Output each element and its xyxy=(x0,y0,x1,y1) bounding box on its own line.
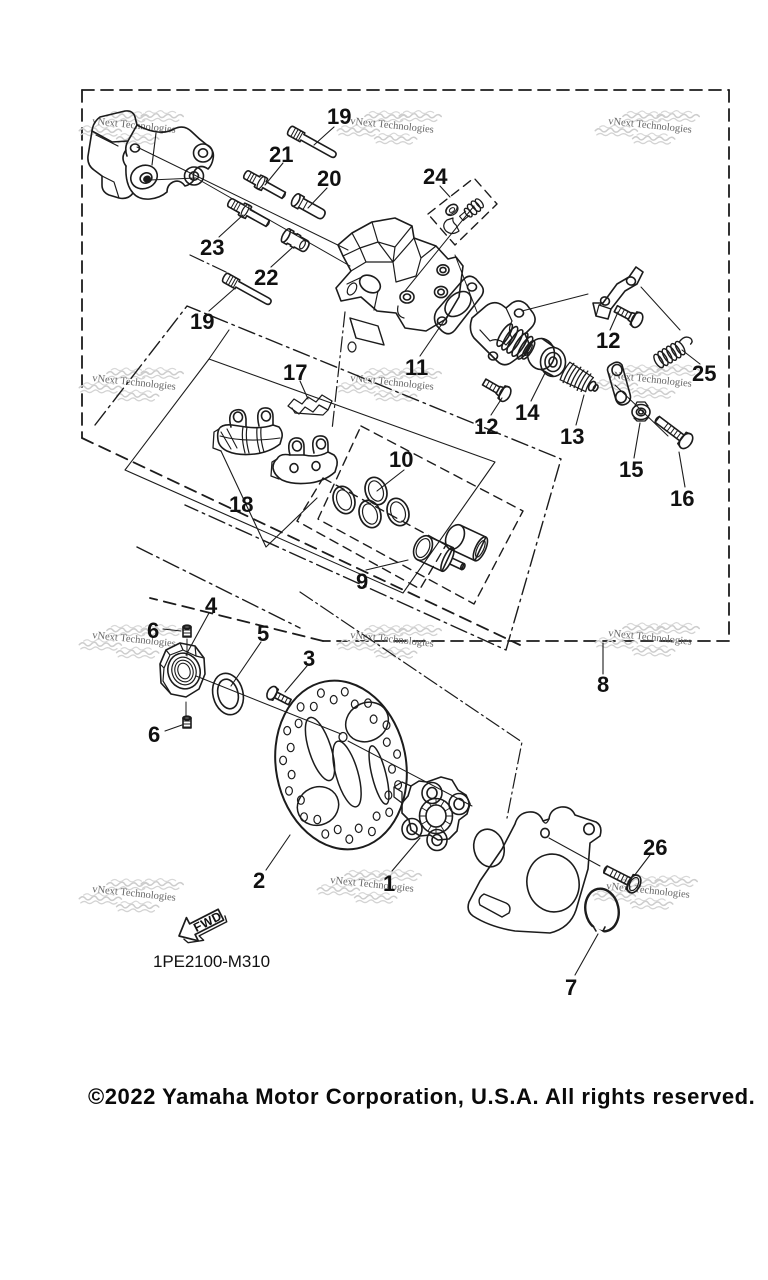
svg-text:20: 20 xyxy=(317,166,341,191)
svg-text:8: 8 xyxy=(597,672,609,697)
svg-text:10: 10 xyxy=(389,447,413,472)
svg-text:1: 1 xyxy=(383,871,395,896)
svg-text:24: 24 xyxy=(423,164,448,189)
svg-text:6: 6 xyxy=(147,618,159,643)
svg-text:26: 26 xyxy=(643,835,667,860)
svg-text:21: 21 xyxy=(269,142,293,167)
svg-text:15: 15 xyxy=(619,457,643,482)
svg-text:13: 13 xyxy=(560,424,584,449)
svg-text:7: 7 xyxy=(565,975,577,1000)
svg-text:2: 2 xyxy=(253,868,265,893)
svg-text:19: 19 xyxy=(190,309,214,334)
svg-text:16: 16 xyxy=(670,486,694,511)
svg-text:3: 3 xyxy=(303,646,315,671)
svg-text:5: 5 xyxy=(257,621,269,646)
svg-text:18: 18 xyxy=(229,492,253,517)
svg-text:19: 19 xyxy=(327,104,351,129)
svg-text:23: 23 xyxy=(200,235,224,260)
svg-text:11: 11 xyxy=(405,355,428,380)
svg-text:6: 6 xyxy=(148,722,160,747)
svg-text:17: 17 xyxy=(283,360,307,385)
svg-text:1PE2100-M310: 1PE2100-M310 xyxy=(153,952,270,971)
svg-text:12: 12 xyxy=(596,328,620,353)
svg-text:9: 9 xyxy=(356,569,368,594)
svg-text:12: 12 xyxy=(474,414,498,439)
svg-text:14: 14 xyxy=(515,400,540,425)
svg-text:22: 22 xyxy=(254,265,278,290)
svg-text:4: 4 xyxy=(205,593,218,618)
svg-text:25: 25 xyxy=(692,361,716,386)
svg-text:©2022 Yamaha Motor Corporation: ©2022 Yamaha Motor Corporation, U.S.A. A… xyxy=(88,1084,755,1109)
